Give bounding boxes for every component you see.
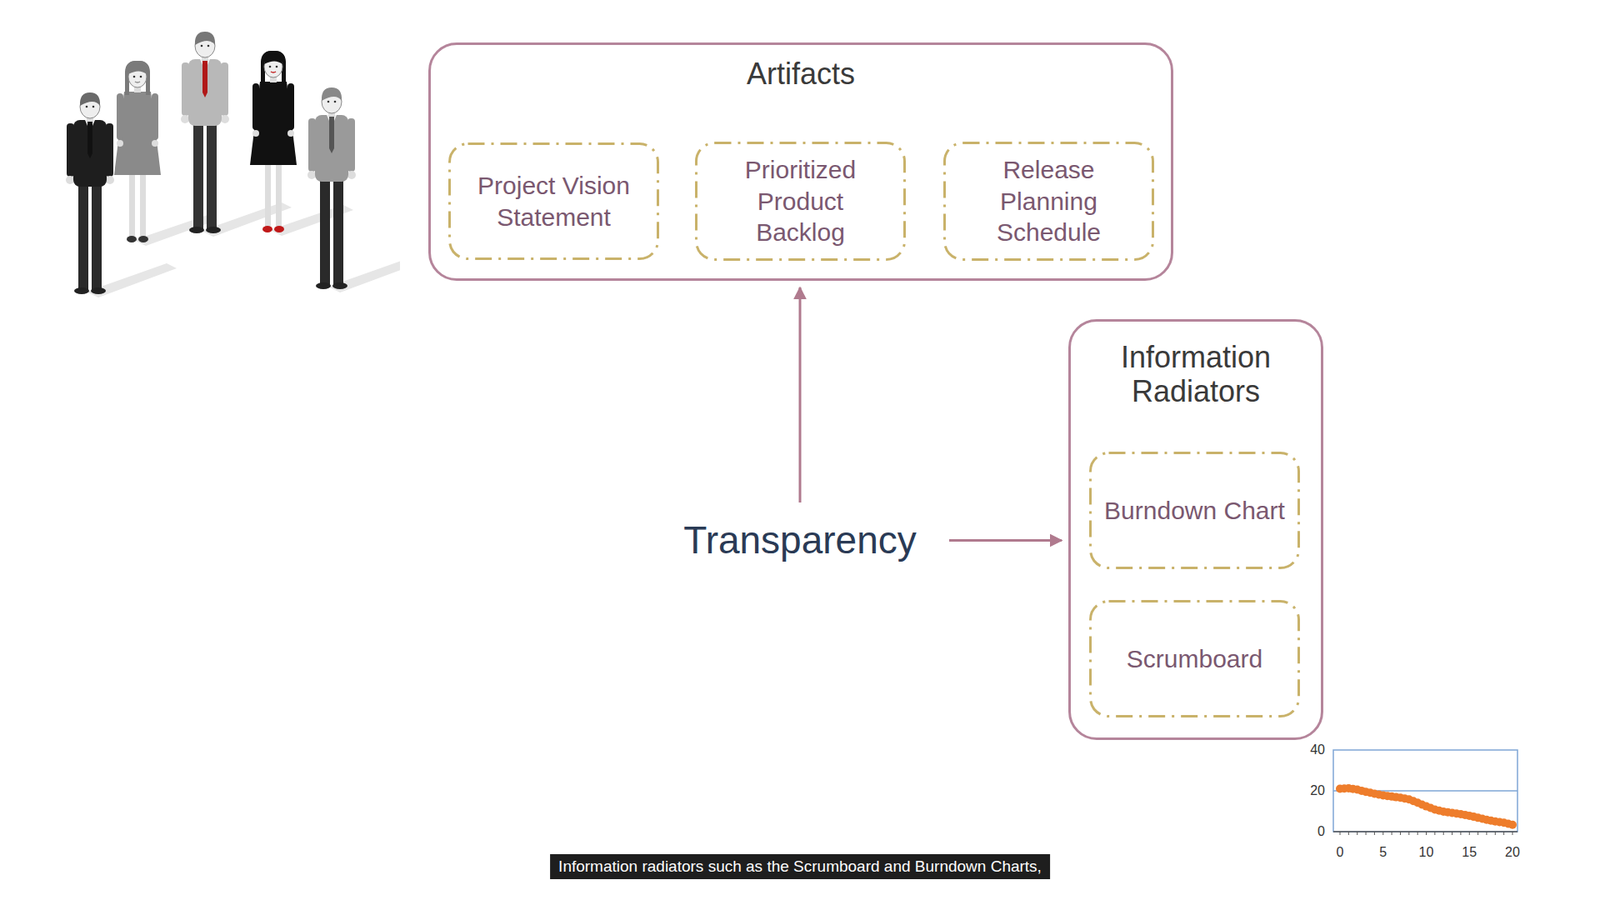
artifacts-group: ArtifactsProject Vision Statement Priorit… <box>428 42 1174 281</box>
tick-mark <box>1425 831 1427 835</box>
tick-mark <box>1443 831 1445 835</box>
person-figure <box>307 87 400 293</box>
x-axis-label: 15 <box>1461 845 1477 860</box>
dashed-outline-rect <box>450 144 659 260</box>
dashed-outline <box>448 142 660 260</box>
box-label: Project Vision Statement <box>463 170 645 233</box>
x-axis-label: 10 <box>1419 845 1435 860</box>
radiator-box: Scrumboard <box>1089 600 1300 718</box>
radiators-group: Information RadiatorsBurndown ChartScrum… <box>1068 319 1324 740</box>
concept-label: Transparency <box>664 518 936 563</box>
tick-mark <box>1477 831 1479 835</box>
chart-ticks <box>1340 831 1513 835</box>
tick-mark <box>1348 831 1350 835</box>
y-axis-label: 20 <box>1310 783 1325 799</box>
people-illustration <box>0 0 400 317</box>
dashed-outline-rect <box>945 143 1154 260</box>
tick-mark <box>1382 831 1384 835</box>
subtitle-caption: Information radiators such as the Scrumb… <box>550 854 1050 880</box>
tick-mark <box>1451 831 1453 835</box>
tick-mark <box>1485 831 1487 835</box>
chart-axis <box>1333 830 1518 833</box>
tick-mark <box>1503 831 1505 835</box>
dashed-outline-rect <box>1090 453 1300 569</box>
tick-mark <box>1469 831 1470 835</box>
tick-mark <box>1340 831 1341 835</box>
tick-mark <box>1391 831 1393 835</box>
group-heading: Artifacts <box>430 56 1171 91</box>
box-label: Prioritized Product Backlog <box>710 154 891 249</box>
tick-mark <box>1400 831 1401 835</box>
x-axis-label: 0 <box>1336 845 1345 860</box>
x-axis-label: 5 <box>1379 845 1387 860</box>
tick-mark <box>1365 831 1367 835</box>
dashed-outline-rect <box>696 143 905 260</box>
y-axis-label: 0 <box>1317 824 1325 840</box>
tick-mark <box>1417 831 1419 835</box>
arrow-connector <box>799 287 802 503</box>
tick-mark <box>1460 831 1461 835</box>
box-label: Release Planning Schedule <box>958 154 1140 249</box>
artifact-box: Project Vision Statement <box>448 142 660 260</box>
chart-series <box>1335 784 1517 830</box>
group-heading: Information Radiators <box>1070 340 1321 410</box>
burndown-line <box>1340 788 1513 825</box>
tick-mark <box>1356 831 1358 835</box>
x-axis-label: 20 <box>1505 845 1520 860</box>
tick-mark <box>1495 831 1496 835</box>
arrow-connector <box>949 539 1062 542</box>
tick-mark <box>1434 831 1435 835</box>
chart-frame <box>1333 750 1518 832</box>
artifact-box: Release Planning Schedule <box>943 141 1155 261</box>
artifact-box: Prioritized Product Backlog <box>695 141 906 261</box>
burndown-point <box>1508 820 1517 830</box>
tick-mark <box>1374 831 1375 835</box>
dashed-outline-rect <box>1090 601 1300 717</box>
central-concept: Transparency <box>657 509 943 572</box>
box-label: Burndown Chart <box>1104 495 1285 527</box>
tick-mark <box>1408 831 1410 835</box>
radiator-box: Burndown Chart <box>1089 451 1300 570</box>
tick-mark <box>1512 831 1514 835</box>
y-axis-label: 40 <box>1310 742 1325 758</box>
box-label: Scrumboard <box>1104 643 1285 675</box>
